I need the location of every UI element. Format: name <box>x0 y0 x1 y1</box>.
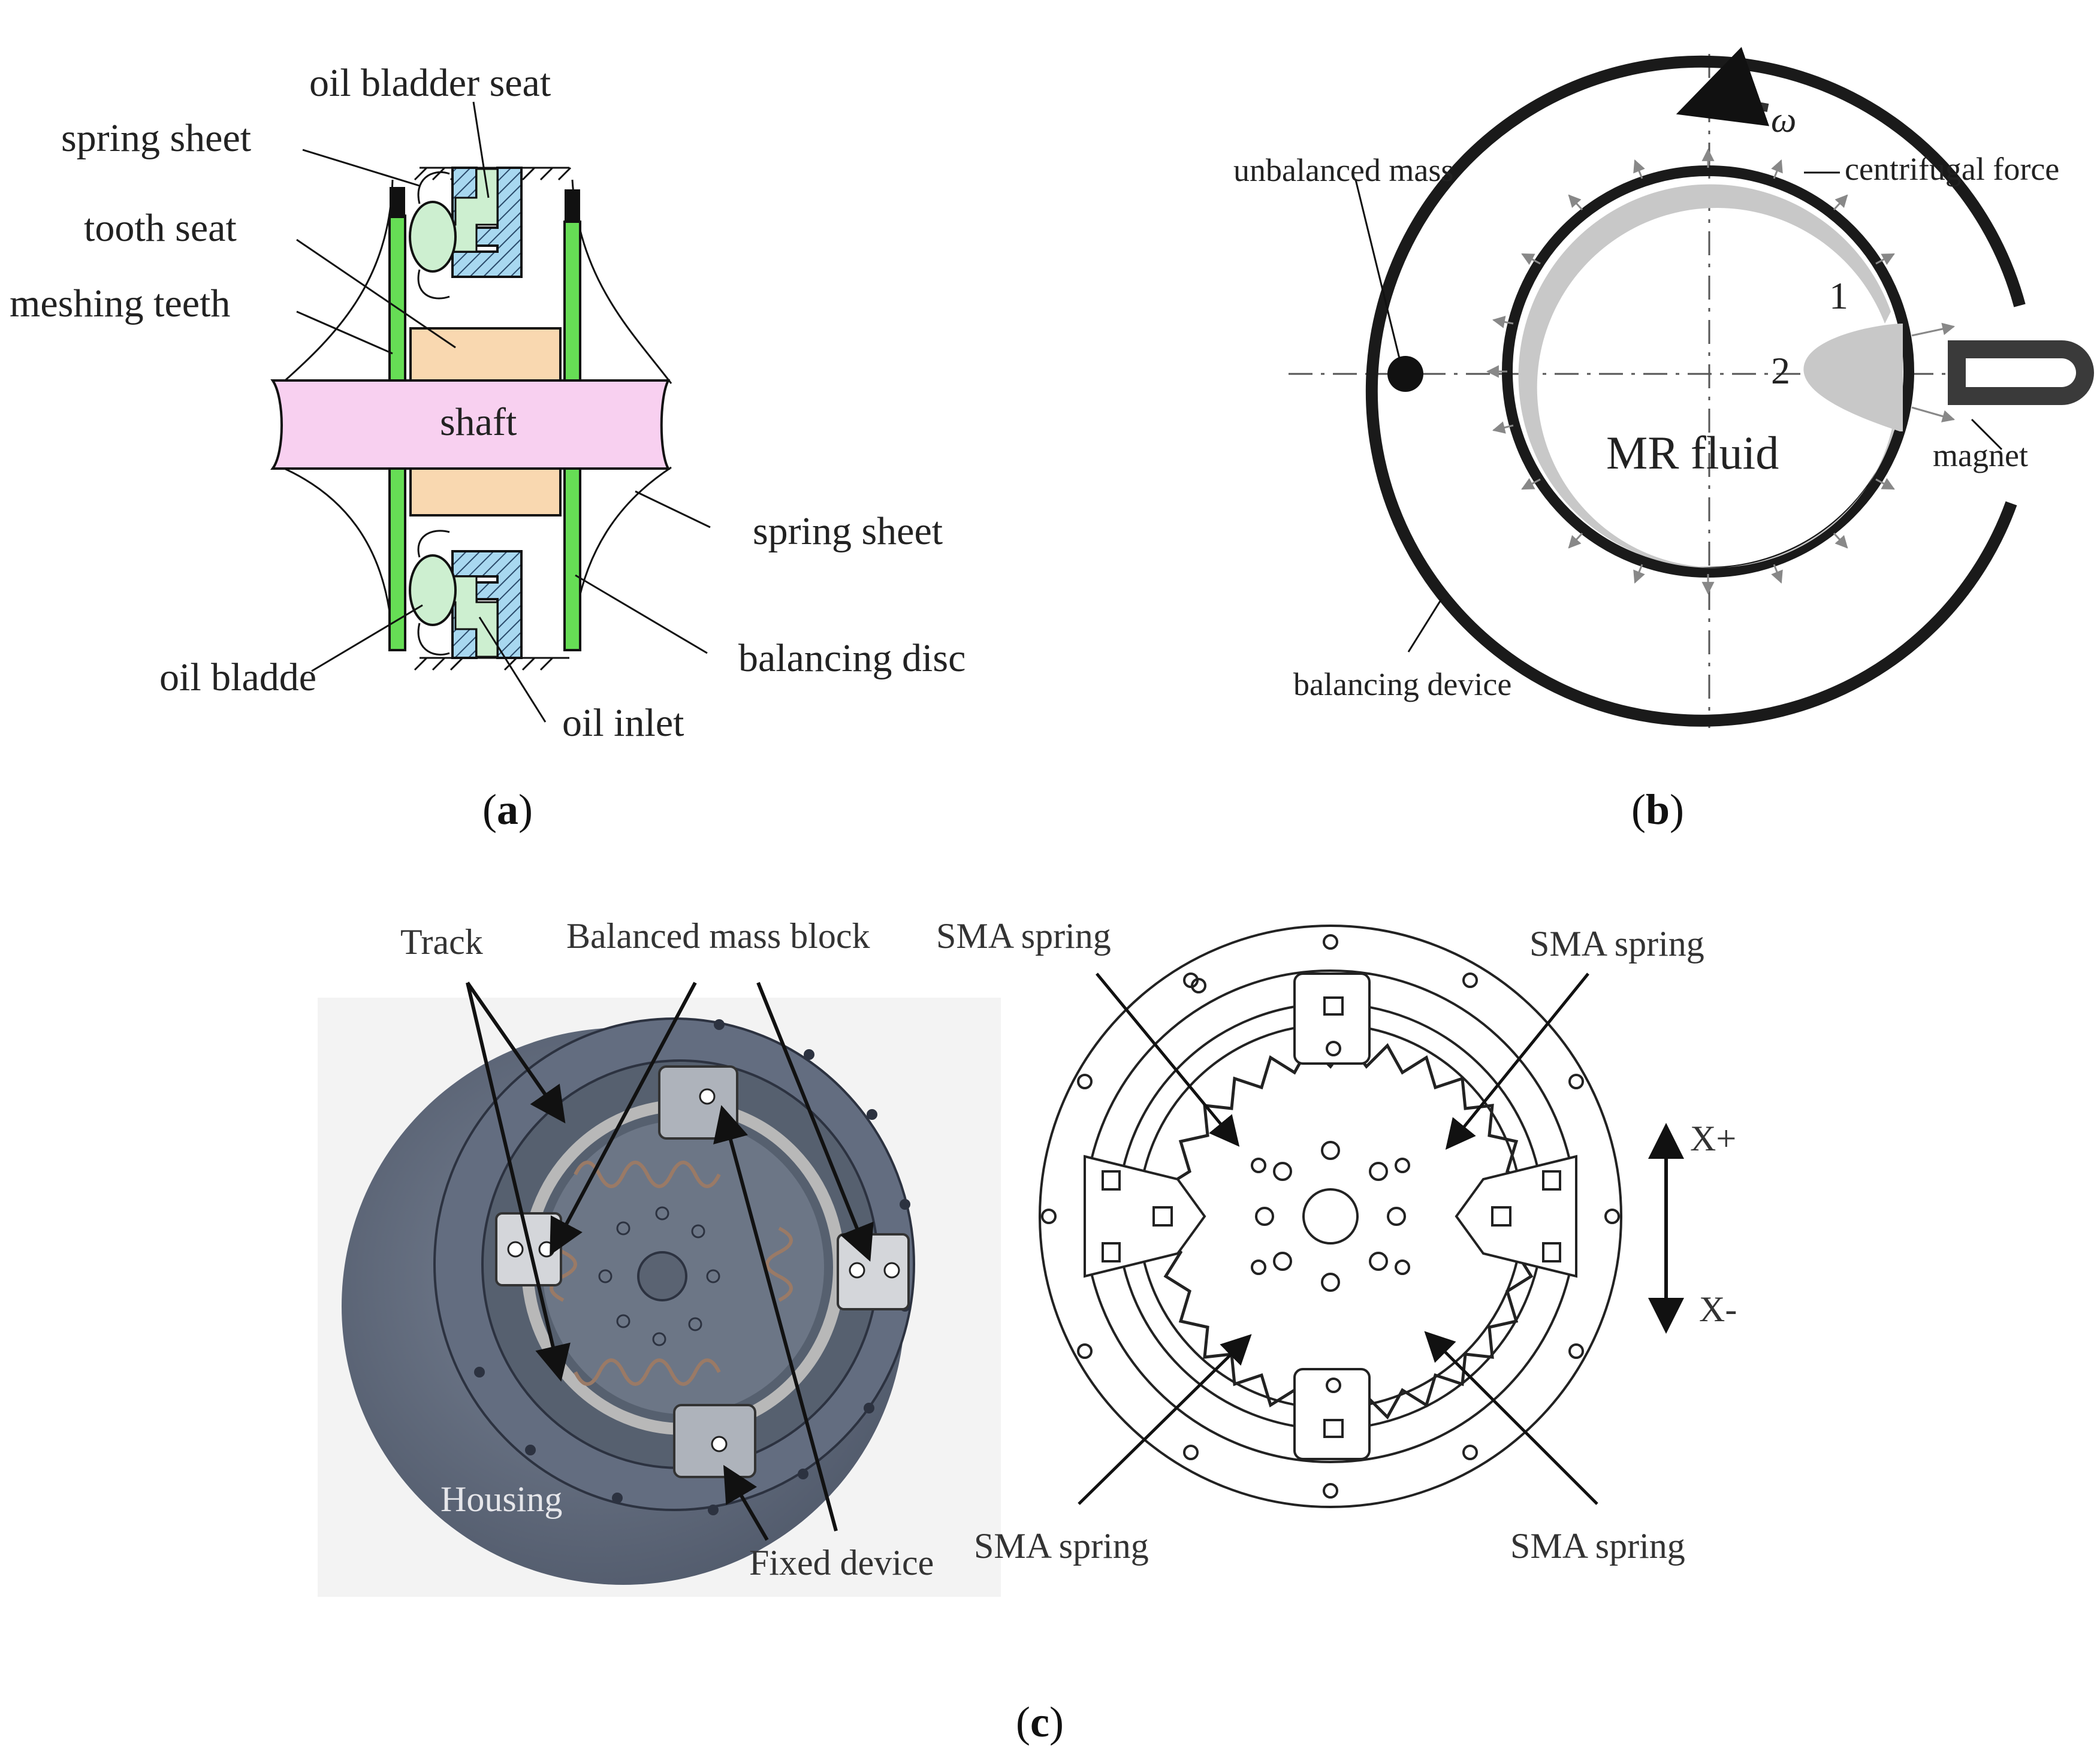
spring-sheet-right-bottom <box>571 466 672 648</box>
balancing-device-outer-ring <box>1365 55 2026 727</box>
mass-block-right-2d <box>1455 1155 1577 1278</box>
label-balancing-device: balancing device <box>1293 666 1511 702</box>
label-unbalanced-mass: unbalanced mass <box>1233 152 1453 188</box>
drawing-2d <box>1039 925 1622 1508</box>
caption-a: (a) <box>482 786 533 833</box>
label-spring-sheet-top: spring sheet <box>61 116 251 160</box>
panel-b-mr-fluid-balancer: ω unbalanced mass centrifugal force 1 2 … <box>1233 47 2094 833</box>
leaders-3d <box>466 981 874 1541</box>
leaders-2d <box>1078 972 1598 1505</box>
leader-oil-inlet <box>478 617 547 723</box>
disc-cap-left <box>390 187 405 218</box>
label-centrifugal-force: centrifugal force <box>1845 151 2059 187</box>
label-magnet: magnet <box>1933 437 2028 473</box>
disc-cap-right <box>565 189 580 222</box>
ground-hatch-bottom <box>414 657 569 671</box>
leader-oil-bladde <box>311 604 423 672</box>
oil-bladder-top <box>409 201 457 273</box>
bladder-spring-top-2 <box>417 269 450 300</box>
bolt-holes-rotor <box>598 1206 720 1346</box>
spring-sheet-left-top <box>281 179 394 385</box>
label-housing: Housing <box>440 1479 562 1519</box>
tooth-seat-top <box>409 327 562 383</box>
leader-magnet <box>1971 418 2003 451</box>
leader-spring-sheet-top <box>302 149 420 187</box>
sma-springs-3d <box>550 1161 793 1386</box>
label-mr-fluid: MR fluid <box>1606 427 1779 479</box>
label-meshing-teeth: meshing teeth <box>10 282 230 325</box>
leader-spring-sheet-right <box>635 490 711 528</box>
caption-c: (c) <box>1016 1698 1064 1746</box>
label-shaft: shaft <box>440 400 517 444</box>
label-fixed-device: Fixed device <box>749 1543 934 1582</box>
bladder-spring-top <box>417 171 450 204</box>
oil-bladder-bottom <box>409 554 457 626</box>
leader-balancing-disc <box>575 574 708 654</box>
rotor-holes-2d <box>1251 1141 1410 1292</box>
label-sma-spring-top-right: SMA spring <box>1529 924 1704 963</box>
leader-tooth-seat <box>296 238 456 349</box>
caption-b: (b) <box>1631 786 1684 833</box>
label-x-minus: X- <box>1699 1289 1737 1329</box>
label-balancing-disc: balancing disc <box>738 636 965 680</box>
mass-block-bottom-2d <box>1293 1368 1371 1460</box>
label-sma-spring-bottom-left: SMA spring <box>974 1526 1149 1566</box>
label-sma-spring-top-left: SMA spring <box>936 916 1111 956</box>
spring-sheet-left-bottom <box>281 466 394 648</box>
label-point-1: 1 <box>1829 274 1848 317</box>
centrifugal-force-arrows <box>1486 148 1956 595</box>
panel-a-oil-bladder-balancer: oil bladder seat spring sheet tooth seat… <box>10 61 965 833</box>
unbalanced-mass <box>1387 356 1423 392</box>
label-oil-inlet: oil inlet <box>562 701 684 745</box>
block-screws-2d <box>1102 996 1561 1438</box>
magnet-inner <box>1966 358 2076 387</box>
label-oil-bladde: oil bladde <box>159 656 316 699</box>
label-sma-spring-bottom-right: SMA spring <box>1510 1526 1685 1566</box>
rotation-arrow <box>1676 47 1770 126</box>
shaft <box>270 379 671 470</box>
tooth-seat-bottom <box>409 463 562 516</box>
spring-sheet-right-top <box>571 179 672 384</box>
render-3d <box>318 998 1001 1597</box>
bolt-holes-2d <box>1041 934 1620 1499</box>
label-x-plus: X+ <box>1690 1119 1736 1158</box>
leader-unbalanced-mass <box>1354 179 1401 359</box>
label-oil-bladder-seat: oil bladder seat <box>309 61 551 105</box>
center-bore-2d <box>1302 1188 1359 1245</box>
mass-block-left-2d <box>1084 1155 1206 1278</box>
bladder-spring-bottom-2 <box>417 530 450 558</box>
outer-flange-2d <box>1039 925 1622 1508</box>
mass-block-top-3d <box>658 1065 738 1140</box>
center-bore <box>637 1251 687 1301</box>
label-track: Track <box>400 922 483 962</box>
leader-balancing-device <box>1407 599 1443 653</box>
mr-fluid-bulge <box>1803 324 1903 431</box>
label-balanced-mass-block: Balanced mass block <box>566 916 870 956</box>
bolt-holes-flange <box>474 1019 910 1515</box>
bladder-spring-bottom <box>417 623 450 656</box>
leader-meshing-teeth <box>296 310 393 355</box>
label-omega: ω <box>1771 100 1796 140</box>
panel-c-sma-spring-balancer: Track Balanced mass block SMA spring SMA… <box>318 916 1737 1746</box>
label-spring-sheet-right: spring sheet <box>753 509 943 553</box>
label-point-2: 2 <box>1771 349 1790 392</box>
mass-block-top-2d <box>1293 972 1371 1065</box>
label-tooth-seat: tooth seat <box>84 206 237 250</box>
leader-oil-bladder-seat <box>472 101 490 198</box>
